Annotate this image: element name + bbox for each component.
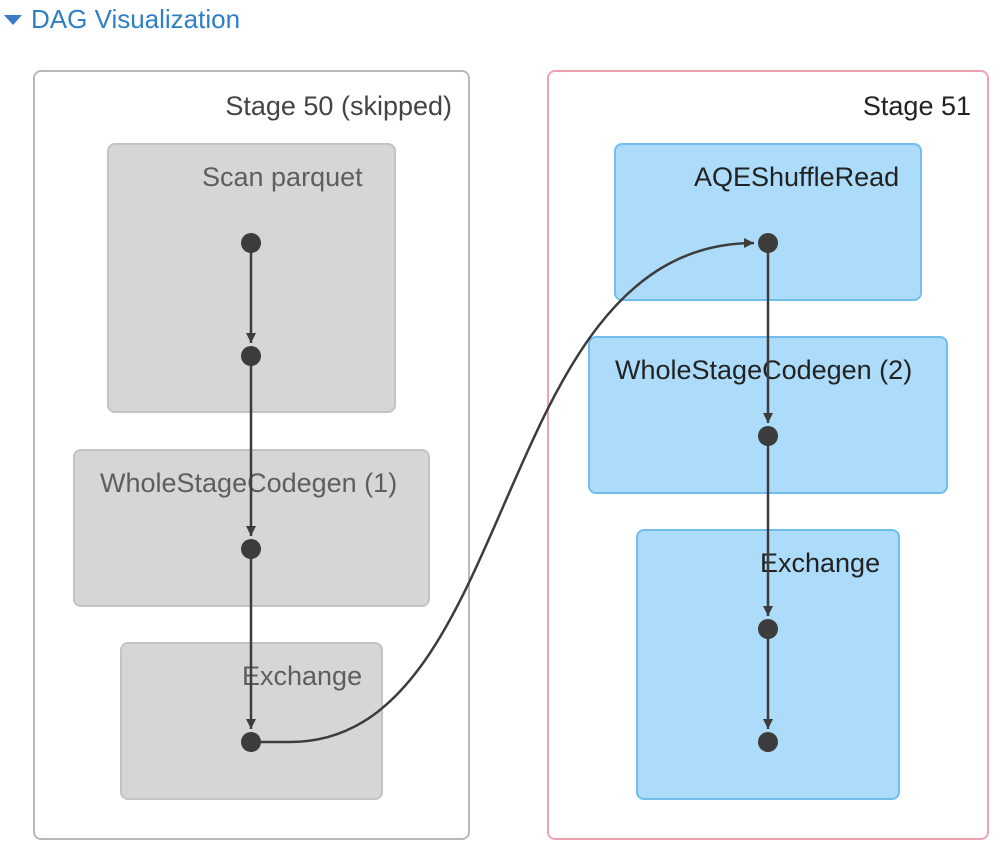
- caret-down-icon: [4, 15, 22, 25]
- cluster-label: WholeStageCodegen (2): [615, 355, 913, 385]
- cluster-label: AQEShuffleRead: [694, 162, 900, 192]
- rdd-node: [241, 732, 261, 752]
- rdd-node: [241, 539, 261, 559]
- rdd-node: [758, 619, 778, 639]
- stage-label: Stage 50 (skipped): [225, 91, 452, 121]
- cluster-label: WholeStageCodegen (1): [100, 468, 398, 498]
- edge-arrow: [250, 238, 755, 744]
- dag-visualization-toggle[interactable]: DAG Visualization: [4, 2, 240, 36]
- cluster-label: Scan parquet: [202, 162, 363, 192]
- rdd-node: [758, 233, 778, 253]
- rdd-node: [241, 346, 261, 366]
- cluster-label: Exchange: [242, 661, 363, 691]
- cluster-label: Exchange: [760, 548, 881, 578]
- stage-label: Stage 51: [862, 91, 971, 121]
- rdd-node: [241, 233, 261, 253]
- rdd-node: [758, 426, 778, 446]
- rdd-node: [758, 732, 778, 752]
- section-title: DAG Visualization: [31, 3, 241, 34]
